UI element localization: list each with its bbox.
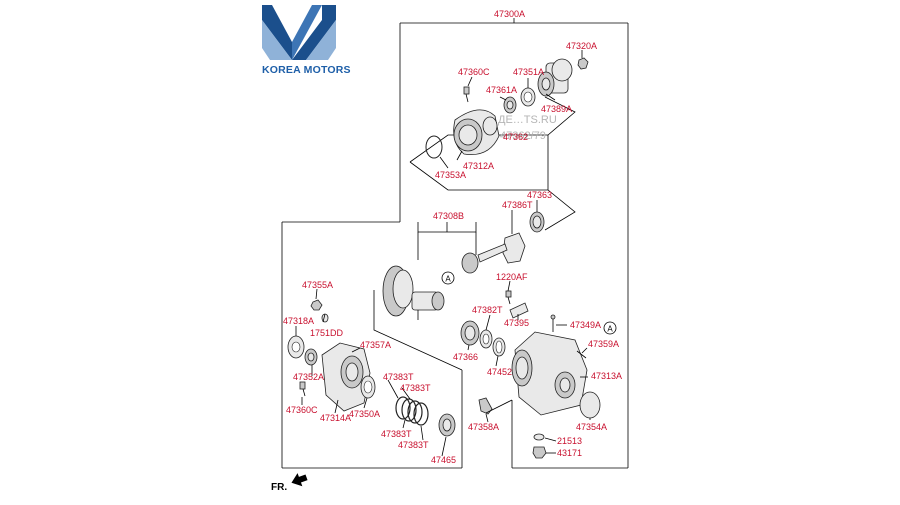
- brand-name: KOREA MOTORS: [262, 64, 351, 76]
- bolt-47355A: [310, 299, 323, 311]
- label-47354A: 47354A: [576, 422, 607, 432]
- bolt-47349A: [550, 314, 556, 332]
- bolt-47358A: [478, 397, 493, 415]
- label-47313A: 47313A: [591, 371, 622, 381]
- pinion-shaft-47308B: [461, 243, 508, 274]
- label-47383T-3: 47383T: [381, 429, 412, 439]
- callout-a-left-text: A: [445, 275, 451, 284]
- label-47360C-top: 47360C: [458, 67, 490, 77]
- label-47360C-bot: 47360C: [286, 405, 318, 415]
- label-47452: 47452: [487, 367, 512, 377]
- label-47353A: 47353A: [435, 170, 466, 180]
- label-47320A: 47320A: [566, 41, 597, 51]
- bolt-47360C-bot: [299, 381, 306, 397]
- fr-orientation: FR.: [271, 473, 308, 493]
- label-47359A: 47359A: [588, 339, 619, 349]
- bearing-47350A: [360, 375, 376, 399]
- label-47363: 47363: [527, 190, 552, 200]
- seal-47389A: [520, 87, 536, 107]
- label-47357A: 47357A: [360, 340, 391, 350]
- callout-a-right-text: A: [607, 325, 613, 334]
- label-47349A: 47349A: [570, 320, 601, 330]
- plug-43171: [532, 446, 547, 459]
- label-47300A: 47300A: [494, 9, 525, 19]
- watermark-line2: 47362/79: [500, 130, 546, 142]
- assembly-bracket: [281, 18, 629, 469]
- gear-bracket: [373, 222, 477, 371]
- label-47308B: 47308B: [433, 211, 464, 221]
- label-47389A: 47389A: [541, 104, 572, 114]
- label-1220AF: 1220AF: [496, 272, 528, 282]
- differential-case: [411, 291, 445, 320]
- plate-47395: [509, 302, 529, 319]
- seal-47465: [438, 413, 456, 437]
- bearing-47366: [460, 320, 480, 346]
- seal-47363: [529, 211, 545, 233]
- label-47383T-1: 47383T: [383, 372, 414, 382]
- bolt-1220AF: [505, 290, 512, 305]
- callout-a-right: A: [603, 321, 617, 335]
- label-47314A: 47314A: [320, 413, 351, 423]
- bearing-47361A: [503, 96, 517, 114]
- label-47366: 47366: [453, 352, 478, 362]
- label-47361A: 47361A: [486, 85, 517, 95]
- transfer-housing-47313A: [511, 331, 588, 416]
- fr-arrow-icon: [291, 473, 308, 487]
- label-47352A: 47352A: [293, 372, 324, 382]
- label-47350A: 47350A: [349, 409, 380, 419]
- gasket-21513: [533, 433, 545, 441]
- label-47395: 47395: [504, 318, 529, 328]
- label-47465: 47465: [431, 455, 456, 465]
- shims-47383T: [395, 396, 429, 426]
- cover-47354A: [579, 391, 601, 419]
- label-21513: 21513: [557, 436, 582, 446]
- housing-47314A: [321, 342, 371, 412]
- shim-47386T: [502, 232, 526, 264]
- label-47351A: 47351A: [513, 67, 544, 77]
- label-47318A: 47318A: [283, 316, 314, 326]
- watermark-line1: ДЕ…ТS.RU: [498, 114, 557, 126]
- label-47362: 47362: [503, 132, 528, 142]
- fr-label: FR.: [271, 482, 287, 493]
- label-43171: 43171: [557, 448, 582, 458]
- brand-logo: [262, 5, 336, 60]
- pin-47359A: [576, 350, 587, 359]
- label-47386T: 47386T: [502, 200, 533, 210]
- flange-47351A: [537, 58, 573, 97]
- label-47358A: 47358A: [468, 422, 499, 432]
- oring-47452: [492, 337, 506, 357]
- callout-a-left: A: [441, 271, 455, 285]
- ring-gear-47308B: [382, 265, 414, 317]
- leader-lines: [295, 50, 591, 457]
- oring-47353A: [425, 135, 443, 159]
- cover-47318A: [287, 335, 305, 359]
- label-47382T: 47382T: [472, 305, 503, 315]
- nut-47320A: [577, 57, 589, 70]
- bearing-47382T: [479, 329, 493, 349]
- label-47312A: 47312A: [463, 161, 494, 171]
- bolt-47360C-top: [463, 86, 470, 103]
- top-group-bracket: [409, 96, 576, 231]
- label-47383T-4: 47383T: [398, 440, 429, 450]
- label-1751DD: 1751DD: [310, 328, 344, 338]
- seal-47352A: [304, 348, 318, 366]
- housing-47312A: [453, 109, 500, 155]
- label-47383T-2: 47383T: [400, 383, 431, 393]
- label-47355A: 47355A: [302, 280, 333, 290]
